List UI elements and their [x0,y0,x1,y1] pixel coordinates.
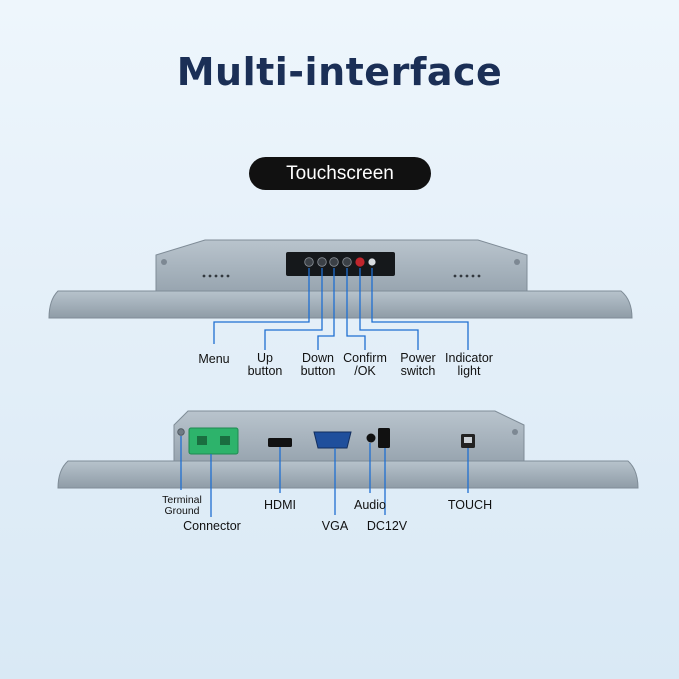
indicator-light-icon [368,258,376,266]
power-button-icon [355,257,365,267]
vga-label: VGA [321,519,349,533]
bottom-view-monitor [57,410,639,489]
screw-icon [161,259,167,265]
bottom-leader-lines [180,436,469,517]
bottom-flange [57,460,639,489]
vent-holes-left [202,274,230,278]
touch-label: TOUCH [447,498,493,512]
top-flange [48,290,633,319]
up-button-label: Up button [247,351,283,378]
up-button-icon [317,257,327,267]
down-button-label: Down button [300,351,336,378]
button-panel [286,252,395,276]
audio-label: Audio [354,498,386,512]
menu-button-icon [304,257,314,267]
screw-icon [512,429,518,435]
screw-icon [514,259,520,265]
confirm-ok-label: Confirm /OK [343,351,387,378]
top-view-monitor [48,239,633,319]
terminal-connector-icon [188,427,239,455]
dc-power-port-icon [378,428,390,448]
indicator-light-label: Indicator light [445,351,493,378]
dc12v-label: DC12V [366,519,408,533]
menu-label: Menu [198,352,230,366]
page-title: Multi-interface [176,50,503,94]
hdmi-label: HDMI [264,498,296,512]
audio-port-icon [366,433,376,443]
vga-port-icon [313,431,352,449]
connector-label: Connector [183,519,241,533]
terminal-ground-label: Terminal Ground [162,494,202,517]
touchscreen-badge: Touchscreen [249,157,431,190]
top-leader-lines [213,268,469,350]
down-button-icon [329,257,339,267]
confirm-button-icon [342,257,352,267]
power-switch-label: Power switch [400,351,436,378]
vent-holes-right [453,274,481,278]
ground-screw-icon [177,428,185,436]
hdmi-port-icon [268,438,292,447]
